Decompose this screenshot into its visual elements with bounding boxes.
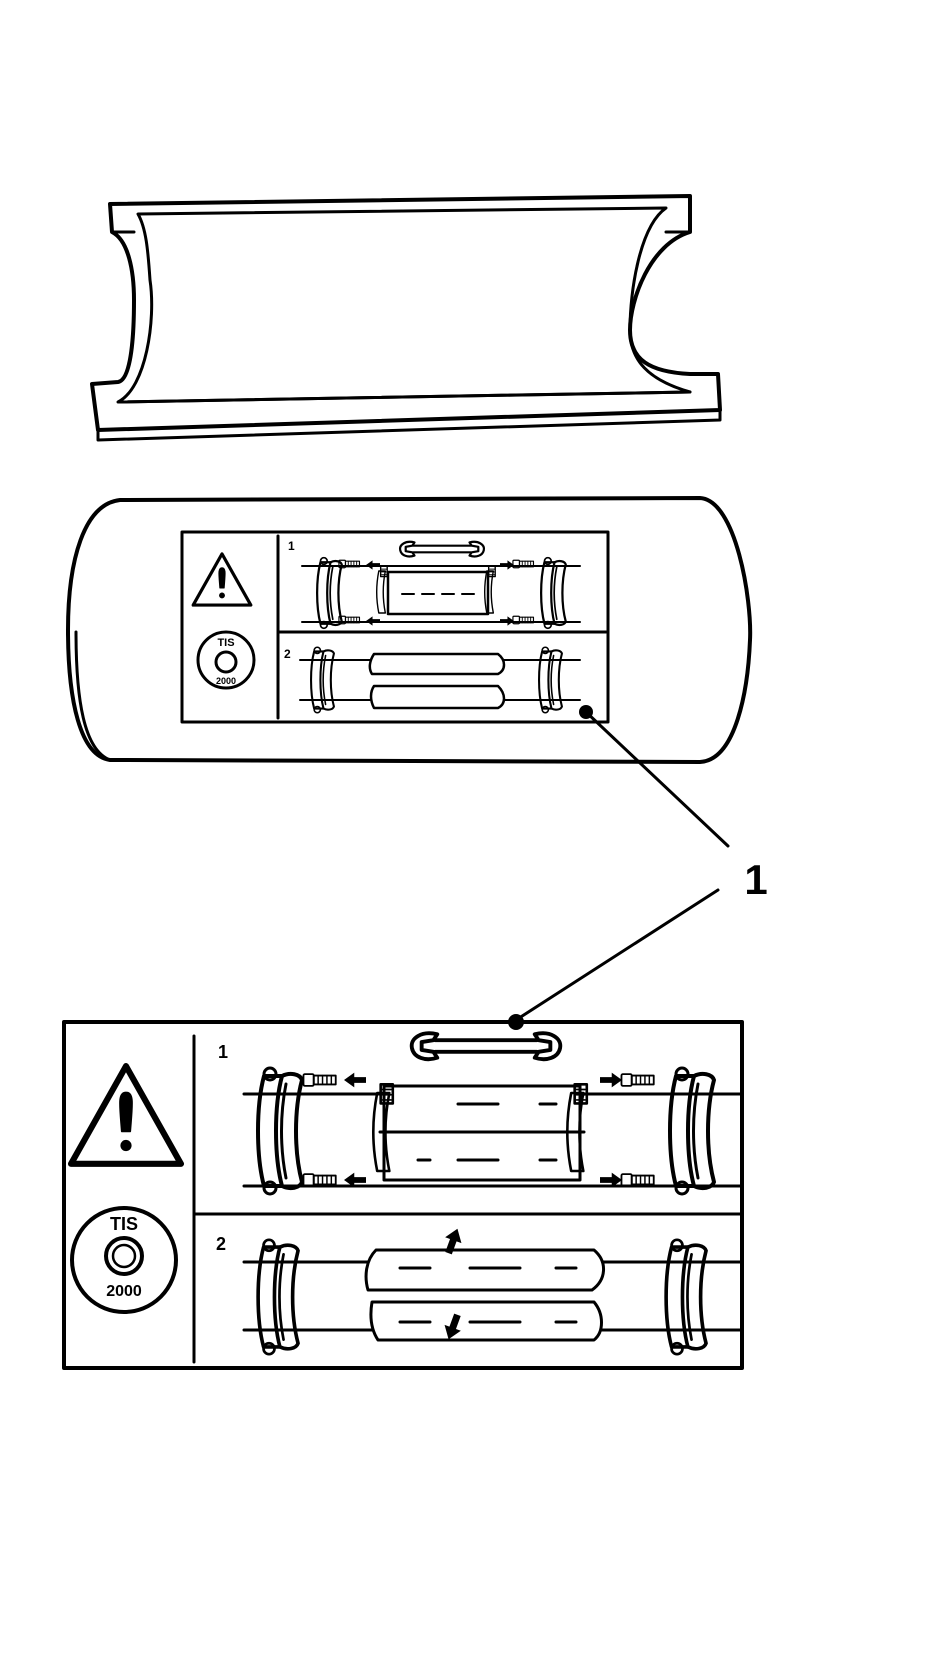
step-1-label-large: 1: [218, 1042, 228, 1062]
half-shell-sleeve: [90, 194, 722, 442]
tis-bottom-label: 2000: [216, 676, 236, 686]
sleeve-with-label: TIS 2000 1 2: [66, 496, 753, 764]
tis-2000-badge-icon: [196, 630, 256, 690]
callout-number: 1: [744, 856, 767, 903]
step-2-assembly: [242, 1224, 742, 1357]
tis-top-label-large: TIS: [110, 1214, 138, 1234]
callout-leaders: [514, 710, 730, 1022]
step-2-label-large: 2: [216, 1234, 226, 1254]
tis-top-label: TIS: [217, 637, 234, 649]
tis-2000-badge-icon-large: [70, 1206, 178, 1314]
tis-bottom-label-large: 2000: [106, 1283, 142, 1300]
step-2-label: 2: [284, 647, 291, 661]
step-1-assembly: [242, 1066, 742, 1196]
step-1-label: 1: [288, 539, 295, 553]
small-warning-label: TIS 2000 1 2: [180, 530, 610, 724]
callout-dot-lower: [508, 1014, 524, 1030]
enlarged-warning-label: TIS 2000 1 2: [62, 1014, 744, 1370]
